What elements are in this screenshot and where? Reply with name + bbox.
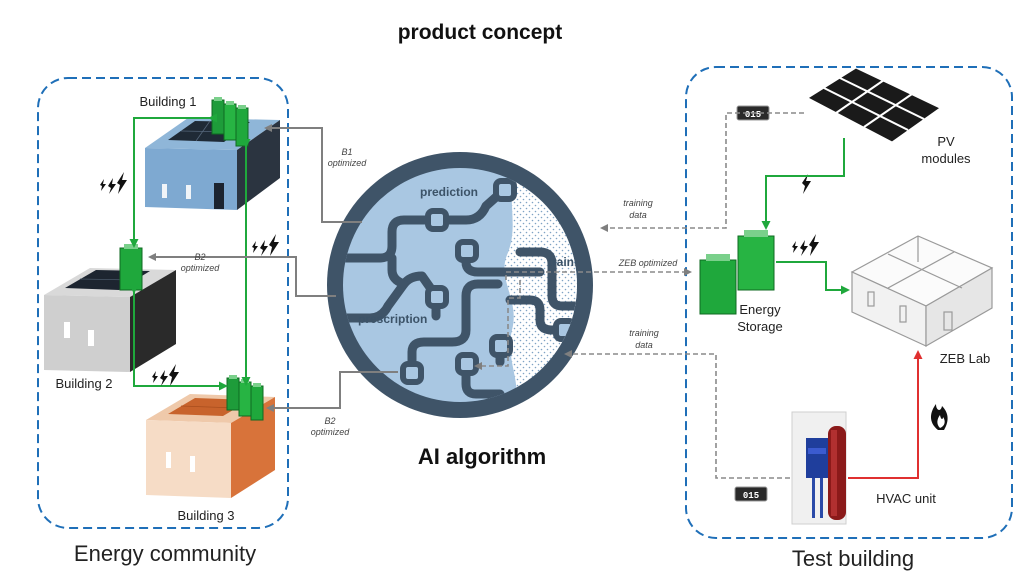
- b2-optimized-bottom-label-line1: B2: [324, 416, 335, 426]
- svg-text:015: 015: [743, 491, 759, 501]
- zeb-optimized-label: ZEB optimized: [618, 258, 679, 268]
- pv-modules: [806, 67, 941, 143]
- battery-icon: [226, 375, 264, 421]
- lightning-icon: [252, 234, 279, 256]
- energy-storage-label-line1: Energy: [739, 302, 781, 317]
- circuit-node: [455, 352, 479, 376]
- hvac-label: HVAC unit: [876, 491, 936, 506]
- battery-icon: [119, 244, 143, 291]
- zeb-lab: [850, 235, 994, 348]
- energy-storage-label-line2: Storage: [737, 319, 783, 334]
- building-1: [145, 97, 280, 210]
- training-data-bottom-label-line1: training: [629, 328, 659, 338]
- building-3-label: Building 3: [177, 508, 234, 523]
- b2-optimized-top-label-line2: optimized: [181, 263, 221, 273]
- b2-optimized-top-label-line1: B2: [194, 252, 205, 262]
- energy-links-community: [129, 113, 251, 391]
- circuit-node: [425, 208, 449, 232]
- b1-optimized-label-line1: B1: [341, 147, 352, 157]
- circuit-node: [455, 239, 479, 263]
- b2-optimized-bottom-label-line2: optimized: [311, 427, 351, 437]
- building-2: [44, 244, 176, 372]
- lightning-icon: [152, 364, 179, 386]
- data-arrows: [474, 112, 804, 479]
- training-label: training: [548, 255, 592, 269]
- training-data-top-label-line2: data: [629, 210, 647, 220]
- prescription-label: prescription: [358, 312, 427, 326]
- training-data-bottom-label-line2: data: [635, 340, 653, 350]
- page-title: product concept: [398, 21, 563, 44]
- building-1-label: Building 1: [139, 94, 196, 109]
- building-3: [146, 375, 275, 498]
- pv-label-line2: modules: [921, 151, 971, 166]
- heat-link: [848, 350, 923, 479]
- fire-icon: [931, 404, 948, 430]
- hvac-unit: [791, 411, 847, 525]
- test-building-label: Test building: [792, 546, 914, 571]
- energy-community-label: Energy community: [74, 541, 256, 566]
- test-building-region: [685, 66, 1013, 539]
- lightning-icon: [802, 174, 811, 194]
- pv-label-line1: PV: [937, 134, 955, 149]
- meter-icon: 015: [734, 486, 768, 502]
- circuit-node: [400, 361, 424, 385]
- building-2-label: Building 2: [55, 376, 112, 391]
- circuit-node: [425, 285, 449, 309]
- energy-storage: [699, 230, 775, 315]
- b1-optimized-label-line2: optimized: [328, 158, 368, 168]
- zeb-lab-label: ZEB Lab: [940, 351, 991, 366]
- training-data-top-label-line1: training: [623, 198, 653, 208]
- circuit-node: [489, 334, 513, 358]
- lightning-icon: [100, 172, 127, 194]
- energy-community-region: [37, 77, 289, 529]
- circuit-node: [493, 178, 517, 202]
- optimization-arrows: [148, 124, 398, 412]
- lightning-icon: [792, 234, 819, 256]
- prediction-label: prediction: [420, 185, 478, 199]
- battery-icon: [211, 97, 249, 147]
- energy-links-test-building: [761, 138, 850, 295]
- svg-text:015: 015: [745, 110, 761, 120]
- ai-algorithm-circle: prediction prescription training: [327, 152, 593, 418]
- ai-algorithm-label: AI algorithm: [418, 444, 546, 469]
